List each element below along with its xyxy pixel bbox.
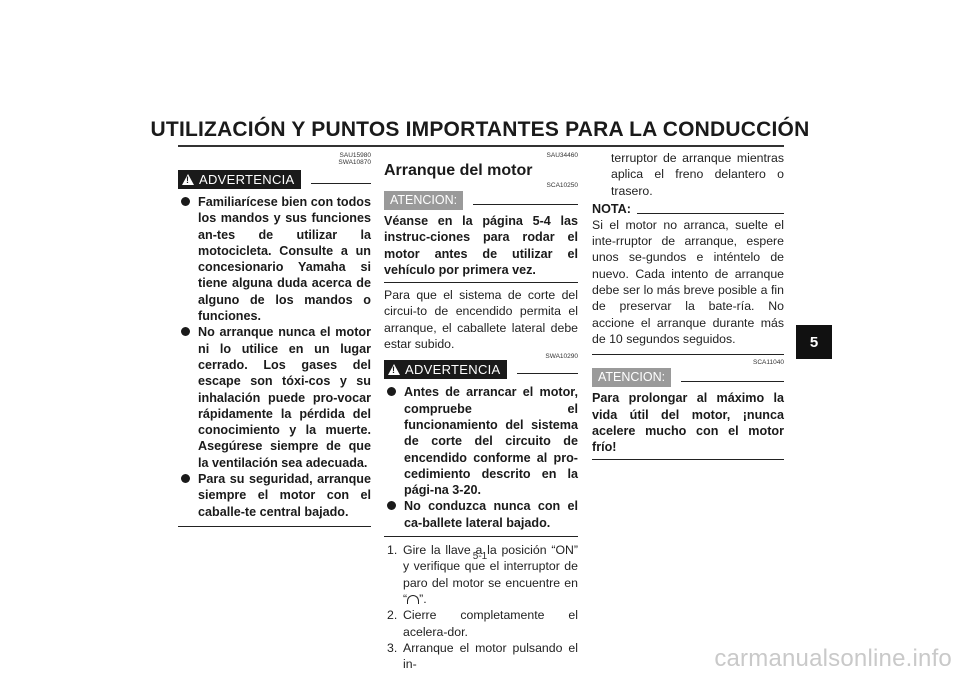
- warning-bullet: Para su seguridad, arranque siempre el m…: [178, 471, 371, 520]
- page-number: 5-1: [472, 551, 488, 562]
- note-label: NOTA:: [592, 201, 631, 216]
- step-item: 3. Arranque el motor pulsando el in-: [384, 640, 578, 673]
- column-2: SAU34460 Arranque del motor SCA10250 ATE…: [384, 152, 578, 672]
- step-text: Cierre completamente el acelera-dor.: [403, 608, 578, 639]
- note-header: NOTA:: [592, 202, 784, 216]
- warning-header-line: [310, 182, 371, 184]
- warning-bullet-text: Familiarícese bien con todos los mandos …: [198, 195, 371, 324]
- note-text: Si el motor no arranca, suelte el inte-r…: [592, 217, 784, 346]
- warning-header: ADVERTENCIA: [178, 169, 371, 189]
- bullet-icon: [181, 197, 190, 206]
- warning-bullet-text: Antes de arrancar el motor, compruebe el…: [404, 385, 578, 498]
- warning-badge: ADVERTENCIA: [384, 359, 507, 379]
- attention-header-line: [681, 380, 784, 382]
- body-paragraph: Para que el sistema de corte del circui-…: [384, 288, 578, 352]
- step-number: 1.: [387, 543, 398, 558]
- warning-bullet-text: No arranque nunca el motor ni lo utilice…: [198, 325, 371, 470]
- attention-badge: ATENCION:: [592, 367, 672, 387]
- column-3: terruptor de arranque mientras aplica el…: [592, 150, 784, 461]
- bullet-icon: [387, 501, 396, 511]
- attention-header: ATENCION:: [592, 367, 784, 387]
- section-tab: 5: [796, 325, 832, 359]
- warning-triangle-icon: [388, 363, 400, 375]
- step-continuation: terruptor de arranque mientras aplica el…: [611, 151, 784, 198]
- doc-code: SAU15980: [339, 152, 371, 159]
- warning-end-rule: [384, 536, 578, 538]
- attention-header: ATENCION:: [384, 190, 578, 210]
- warning-header: ADVERTENCIA: [384, 359, 578, 379]
- doc-code: SCA10250: [546, 182, 578, 189]
- warning-bullet-text: No conduzca nunca con el ca-ballete late…: [404, 499, 578, 530]
- doc-code: SWA10870: [338, 159, 371, 166]
- step-number: 2.: [387, 608, 398, 623]
- warning-bullet: No arranque nunca el motor ni lo utilice…: [178, 324, 371, 471]
- step-item: 2. Cierre completamente el acelera-dor.: [384, 607, 578, 640]
- note-end-rule: [592, 354, 784, 356]
- engine-run-symbol-icon: [407, 594, 420, 604]
- bullet-icon: [181, 327, 190, 337]
- page-title: UTILIZACIÓN Y PUNTOS IMPORTANTES PARA LA…: [150, 118, 810, 141]
- attention-header-line: [473, 203, 578, 205]
- warning-label: ADVERTENCIA: [405, 361, 501, 377]
- section-heading: Arranque del motor: [384, 162, 533, 179]
- note-header-line: [636, 212, 784, 214]
- warning-bullet-text: Para su seguridad, arranque siempre el m…: [198, 472, 371, 519]
- warning-end-rule: [178, 525, 371, 527]
- bullet-icon: [181, 474, 190, 484]
- warning-label: ADVERTENCIA: [199, 171, 295, 187]
- warning-bullet: No conduzca nunca con el ca-ballete late…: [384, 498, 578, 531]
- warning-header-line: [516, 372, 578, 374]
- step-text: Gire la llave a la posición “ON” y verif…: [403, 543, 578, 606]
- step-number: 3.: [387, 640, 398, 655]
- warning-triangle-icon: [182, 173, 194, 185]
- bullet-icon: [387, 387, 396, 397]
- column-1: SAU15980 SWA10870 ADVERTENCIA Familiaríc…: [178, 152, 371, 527]
- doc-code: SWA10290: [545, 353, 578, 361]
- warning-bullet: Familiarícese bien con todos los mandos …: [178, 194, 371, 324]
- attention-end-rule: [592, 459, 784, 461]
- watermark: carmanualsonline.info: [714, 645, 952, 672]
- step-item: 1. Gire la llave a la posición “ON” y ve…: [384, 542, 578, 607]
- attention-badge: ATENCION:: [384, 190, 464, 210]
- warning-badge: ADVERTENCIA: [178, 169, 301, 189]
- title-divider: [178, 145, 784, 147]
- attention-end-rule: [384, 282, 578, 284]
- step-text-end: ”.: [419, 591, 427, 606]
- step-text: Arranque el motor pulsando el in-: [403, 640, 578, 672]
- attention-text: Para prolongar al máximo la vida útil de…: [592, 391, 784, 455]
- doc-code: SCA11040: [753, 359, 784, 367]
- attention-text: Véanse en la página 5-4 las instruc-cion…: [384, 214, 578, 277]
- doc-code: SAU34460: [546, 152, 578, 159]
- warning-bullet: Antes de arrancar el motor, compruebe el…: [384, 384, 578, 498]
